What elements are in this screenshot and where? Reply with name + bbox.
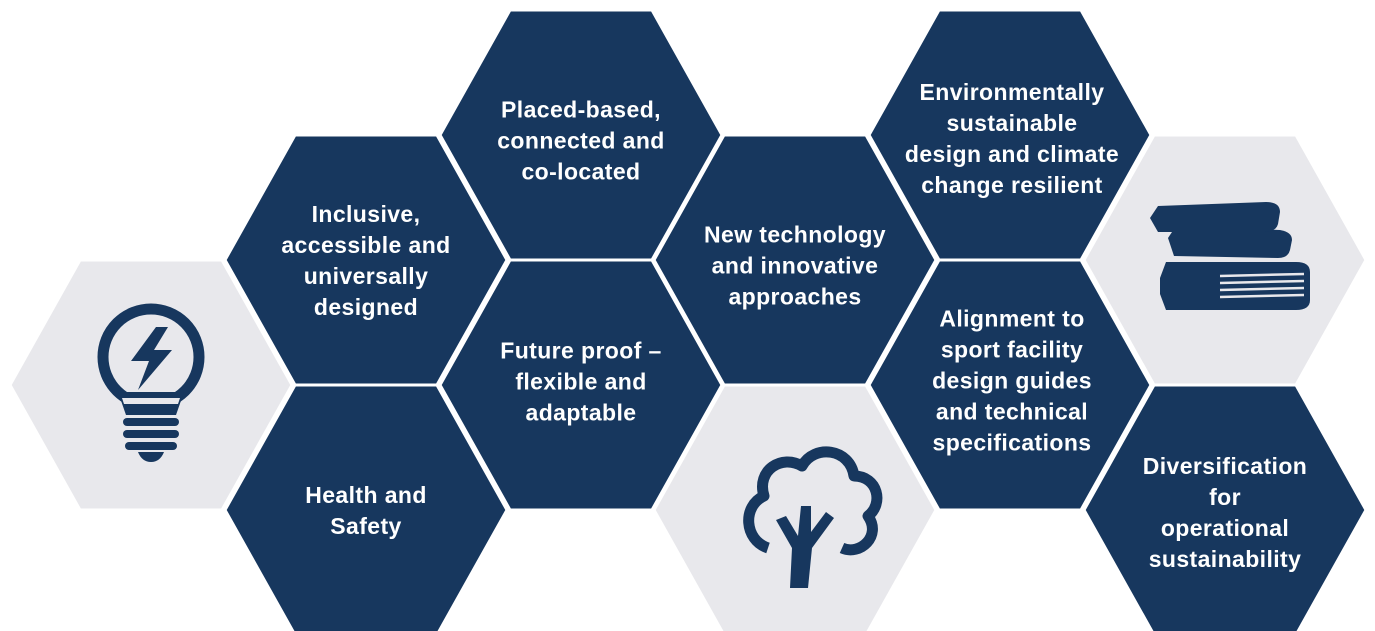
books-icon: [1150, 202, 1310, 310]
hex-lightbulb: [8, 258, 294, 512]
label-technology: New technology and innovative approaches: [704, 221, 886, 310]
hex-diversification: [1082, 383, 1368, 631]
label-place: Placed-based, connected and co-located: [497, 96, 665, 185]
label-inclusive: Inclusive, accessible and universally de…: [281, 201, 451, 320]
hex-technology: [652, 133, 938, 387]
label-environment: Environmentally sustainable design and c…: [904, 79, 1120, 198]
lightbulb-bolt-icon: [97, 303, 205, 462]
hex-alignment: [867, 258, 1153, 512]
hex-health: [223, 383, 509, 631]
tree-icon: [743, 446, 883, 588]
hex-future: [438, 258, 724, 512]
label-health: Health and Safety: [305, 482, 427, 539]
label-alignment: Alignment to sport facility design guide…: [932, 305, 1092, 456]
label-future: Future proof – flexible and adaptable: [500, 337, 662, 426]
label-diversification: Diversification for operational sustaina…: [1142, 453, 1308, 572]
